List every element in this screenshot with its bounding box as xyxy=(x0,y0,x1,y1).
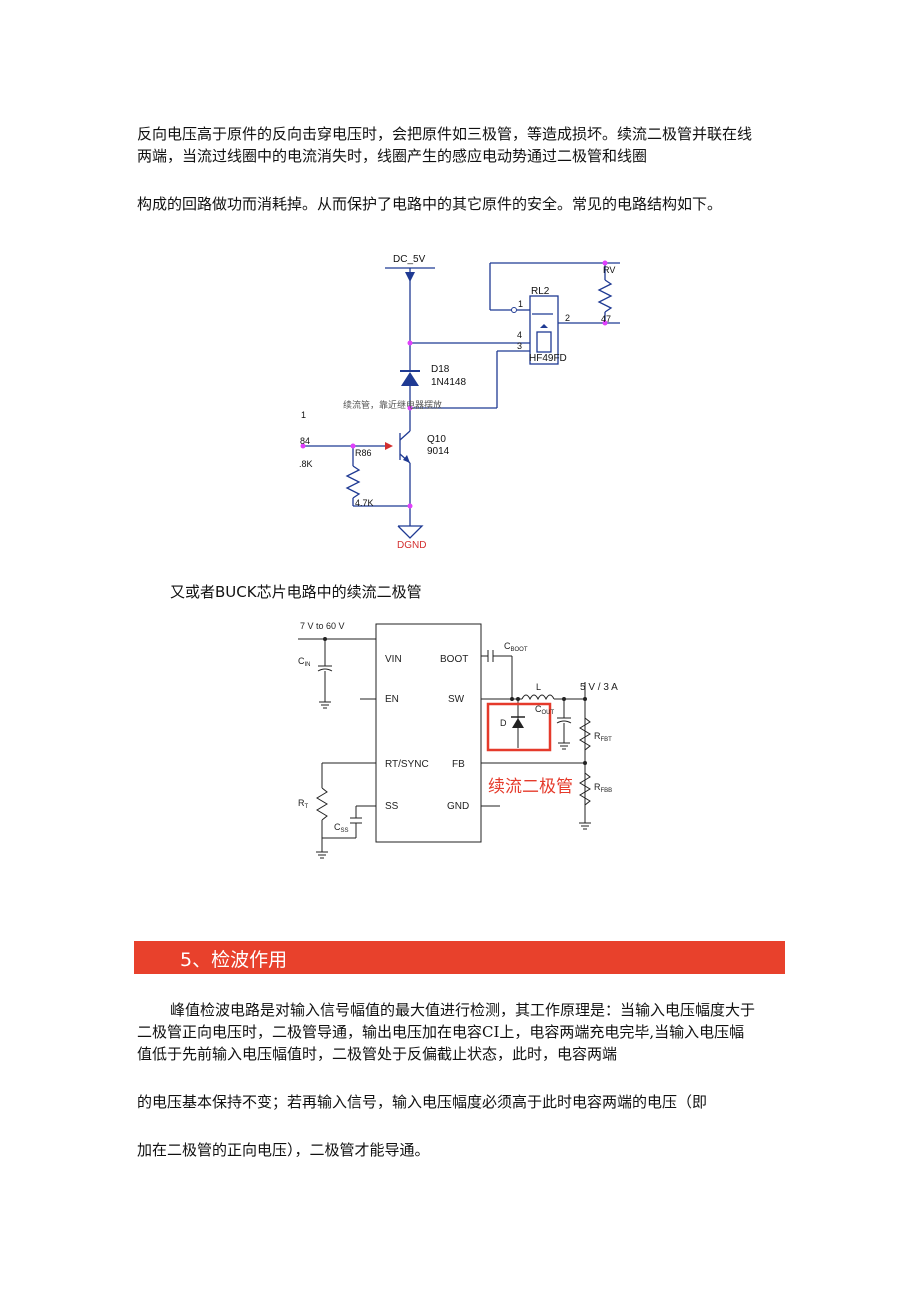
transistor-part-label: 9014 xyxy=(427,446,450,457)
left-number-label: 1 xyxy=(301,410,306,420)
paragraph-line: 加在二极管的正向电压），二极管才能导通。 xyxy=(137,1141,430,1159)
diode-ref-label: D18 xyxy=(431,364,450,375)
inductor-label: L xyxy=(536,682,541,692)
r86-value-label: 4.7K xyxy=(355,498,374,508)
relay-pin-4: 4 xyxy=(517,330,522,340)
buck-caption: 又或者BUCK芯片电路中的续流二极管 xyxy=(170,583,422,601)
rfbt-label: RFBT xyxy=(594,731,612,743)
pin-en: EN xyxy=(385,694,399,705)
cin-label: CIN xyxy=(298,656,311,668)
section-title: 5、检波作用 xyxy=(180,949,288,971)
highlight-label: 续流二极管 xyxy=(488,777,573,797)
dc5v-label: DC_5V xyxy=(393,254,426,265)
pin-fb: FB xyxy=(452,759,465,770)
css-label: CSS xyxy=(334,822,349,834)
diode-label: D xyxy=(500,718,507,728)
r84-label: 84 xyxy=(300,436,310,446)
cout-label: COUT xyxy=(535,704,555,716)
transistor-ref-label: Q10 xyxy=(427,434,446,445)
paragraph-line: 两端，当流过线圈中的电流消失时，线圈产生的感应电动势通过二极管和线圈 xyxy=(137,147,648,165)
pin-gnd: GND xyxy=(447,801,469,812)
relay-ref-label: RL2 xyxy=(531,286,550,297)
paragraph-line: 反向电压高于原件的反向击穿电压时，会把原件如三极管，等造成损坏。续流二极管并联在… xyxy=(137,125,753,143)
cboot-label: CBOOT xyxy=(504,641,528,653)
pin-ss: SS xyxy=(385,801,399,812)
r84-value-label: .8K xyxy=(299,459,313,469)
paragraph-line: 二极管正向电压时，二极管导通，输出电压加在电容CI上，电容两端充电完毕,当输入电… xyxy=(137,1023,745,1041)
relay-part-label: HF49FD xyxy=(529,353,567,364)
diode-part-label: 1N4148 xyxy=(431,377,466,388)
rfbb-label: RFBB xyxy=(594,782,612,794)
section-header: 5、检波作用 xyxy=(134,941,785,974)
r86-label: R86 xyxy=(355,448,372,458)
relay-pin-1: 1 xyxy=(518,299,523,309)
pin-rt-sync: RT/SYNC xyxy=(385,759,429,770)
relay-circuit-diagram: DC_5V RL2 HF49FD 1 2 4 3 RV 47 D18 1N414… xyxy=(299,254,620,550)
rv-value-label: 47 xyxy=(601,314,611,324)
rt-label: RT xyxy=(298,798,309,810)
output-label: 5 V / 3 A xyxy=(580,682,618,693)
rv-label: RV xyxy=(603,265,615,275)
vin-range-label: 7 V to 60 V xyxy=(300,621,345,631)
pin-boot: BOOT xyxy=(440,654,468,665)
pin-vin: VIN xyxy=(385,654,402,665)
relay-pin-3: 3 xyxy=(517,341,522,351)
paragraph-line: 值低于先前输入电压幅值时，二极管处于反偏截止状态，此时，电容两端 xyxy=(137,1045,618,1063)
ground-label: DGND xyxy=(397,540,426,550)
note-label: 续流管，靠近继电器摆放 xyxy=(343,399,442,411)
paragraph-line: 峰值检波电路是对输入信号幅值的最大值进行检测，其工作原理是：当输入电压幅度大于 xyxy=(170,1001,756,1019)
paragraph-line: 构成的回路做功而消耗掉。从而保护了电路中的其它原件的安全。常见的电路结构如下。 xyxy=(137,195,723,213)
buck-circuit-diagram: 续流二极管 7 V to 60 V CIN VIN EN RT/SYNC SS … xyxy=(298,621,618,859)
pin-sw: SW xyxy=(448,694,465,705)
paragraph-line: 的电压基本保持不变；若再输入信号，输入电压幅度必须高于此时电容两端的电压（即 xyxy=(137,1093,708,1111)
relay-pin-2: 2 xyxy=(565,313,570,323)
